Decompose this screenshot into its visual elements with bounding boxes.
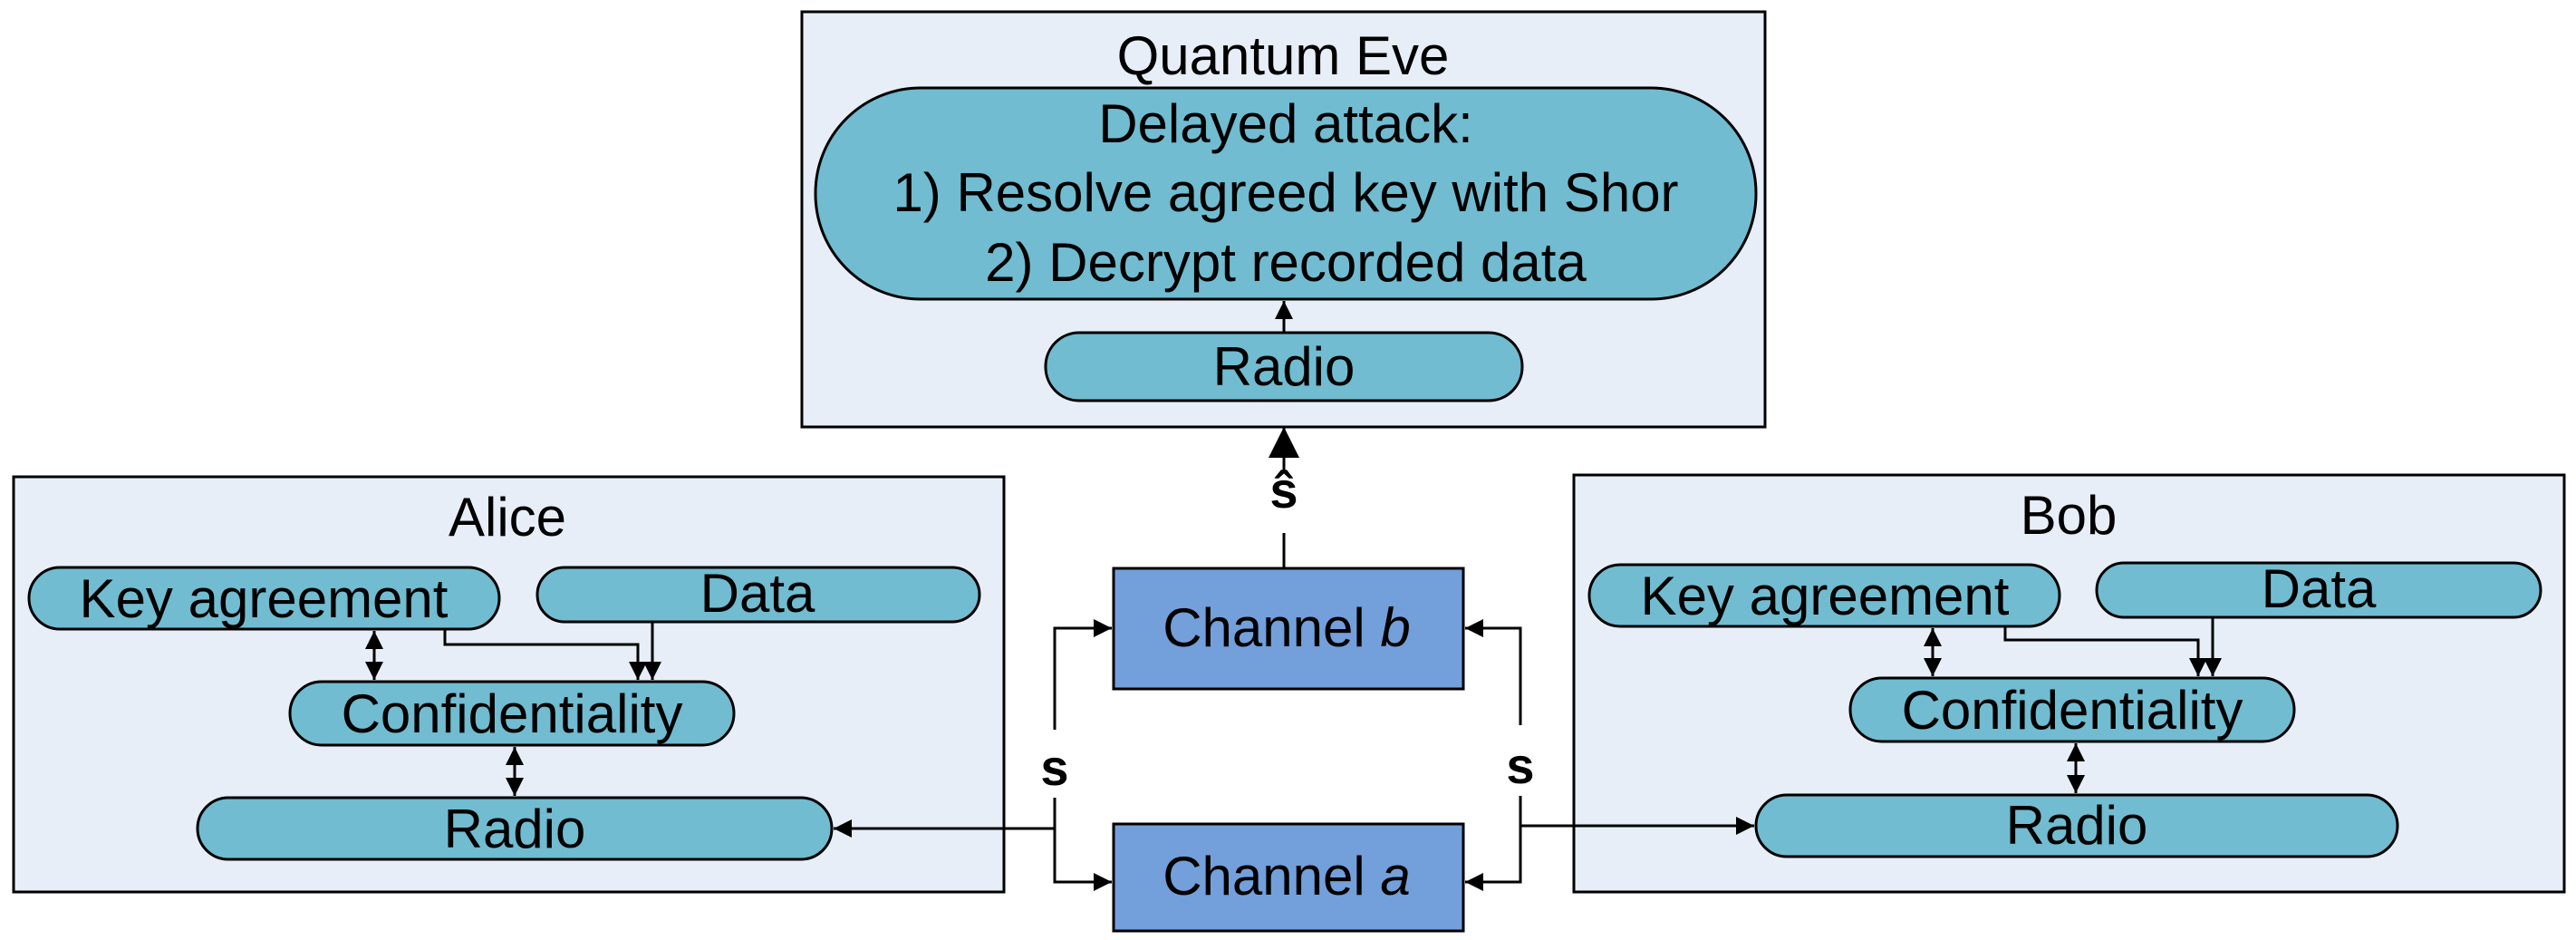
eve-signal-label: ŝ	[1269, 461, 1298, 518]
bob-confidentiality-label: Confidentiality	[1902, 680, 2243, 741]
left-signal-to-channel-b	[1053, 619, 1112, 730]
bob-panel: Bob Key agreement Data Confidentiality R…	[1572, 473, 2566, 894]
channel-a: Channel a	[1112, 822, 1465, 933]
bob-confidentiality-box	[1848, 676, 2296, 743]
alice-panel: Alice Key agreement Data Confidentiality…	[12, 475, 1006, 894]
alice-confidentiality-box	[288, 680, 736, 747]
right-signal-to-channel-a	[1465, 796, 1522, 891]
bob-data-box	[2095, 561, 2542, 619]
right-signal-to-channel-b	[1465, 619, 1522, 725]
channel-a-box	[1112, 822, 1465, 933]
channel-b-label: Channel b	[1163, 597, 1411, 658]
right-signal-label: s	[1506, 737, 1534, 794]
alice-key-to-confidentiality-connector	[443, 629, 647, 680]
bob-radio-label: Radio	[2006, 795, 2148, 856]
alice-data-box	[535, 566, 981, 624]
left-signal-label: s	[1040, 739, 1068, 796]
alice-title: Alice	[449, 487, 566, 548]
bob-radio-box	[1754, 793, 2399, 858]
bob-data-label: Data	[2262, 558, 2377, 619]
bob-title: Bob	[2021, 485, 2118, 546]
bob-key-to-confidentiality-connector	[2003, 626, 2207, 676]
attack-step-shor: 1) Resolve agreed key with Shor	[892, 162, 1678, 223]
eve-radio-label: Radio	[1213, 336, 1356, 397]
alice-radio-label: Radio	[444, 799, 586, 859]
left-signal-to-channel-a	[1053, 798, 1112, 891]
eve-panel: Quantum Eve Delayed attack: 1) Resolve a…	[800, 10, 1767, 429]
delayed-attack-heading: Delayed attack:	[1098, 93, 1473, 154]
channel-a-label: Channel a	[1163, 846, 1411, 906]
bob-key-agreement-label: Key agreement	[1641, 566, 2010, 626]
channel-b-box	[1112, 567, 1465, 691]
delayed-attack-box	[814, 86, 1758, 301]
alice-confidentiality-label: Confidentiality	[342, 683, 683, 744]
alice-data-label: Data	[700, 563, 815, 624]
alice-key-agreement-label: Key agreement	[80, 568, 449, 629]
alice-radio-box	[196, 796, 834, 861]
bob-key-agreement-box	[1587, 563, 2061, 628]
signal-routing: ŝ s s	[834, 427, 1754, 891]
eve-title: Quantum Eve	[1117, 25, 1450, 86]
channel-b: Channel b	[1112, 567, 1465, 691]
alice-key-agreement-box	[27, 566, 501, 631]
attack-step-decrypt: 2) Decrypt recorded data	[985, 232, 1587, 293]
